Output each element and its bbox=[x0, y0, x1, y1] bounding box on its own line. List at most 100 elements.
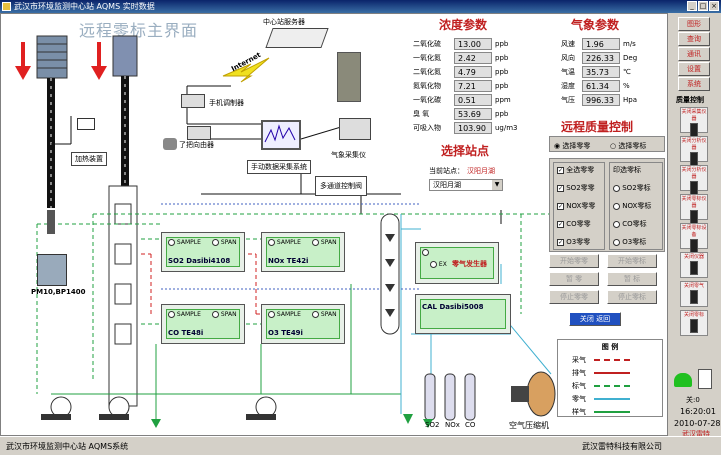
analyzer-nox[interactable]: SAMPLE SPAN NOx TE42i bbox=[261, 232, 345, 272]
channel-checkbox[interactable]: ✓ CO零零 bbox=[557, 219, 601, 229]
weather-unit: m/s bbox=[623, 40, 636, 48]
weather-collector-icon[interactable] bbox=[339, 118, 371, 140]
analyzer-so2[interactable]: SAMPLE SPAN SO2 Dasibi4108 bbox=[161, 232, 245, 272]
checkbox-icon[interactable]: ✓ bbox=[557, 202, 564, 210]
app-icon bbox=[2, 2, 11, 11]
channel-checkbox[interactable]: NOX零标 bbox=[613, 201, 659, 211]
radio-zero[interactable]: ◉ 选择零零 bbox=[554, 142, 591, 150]
toggle-icon[interactable] bbox=[690, 239, 698, 253]
multi-valve-box[interactable]: 多通道控制阀 bbox=[315, 176, 367, 196]
qc-button[interactable]: 开始零标 bbox=[607, 254, 657, 268]
qc-button[interactable]: 停止零零 bbox=[549, 290, 599, 304]
analyzer-o3[interactable]: SAMPLE SPAN O3 TE49i bbox=[261, 304, 345, 344]
channel-checkbox[interactable]: SO2零标 bbox=[613, 183, 659, 193]
close-button[interactable]: × bbox=[709, 1, 719, 11]
checkbox-icon[interactable] bbox=[613, 220, 620, 228]
control-switch[interactable]: 关闭分析仪器 bbox=[680, 136, 708, 166]
weather-value: 35.73 bbox=[582, 66, 620, 78]
legend-line bbox=[594, 359, 630, 361]
menu-button[interactable]: 设置 bbox=[678, 62, 710, 76]
checkbox-icon[interactable] bbox=[613, 202, 620, 210]
menu-button[interactable]: 通讯 bbox=[678, 47, 710, 61]
router-icon[interactable] bbox=[187, 126, 211, 140]
channel-checkbox[interactable]: ✓ O3零零 bbox=[557, 237, 601, 247]
current-station-label: 当前站点： bbox=[429, 167, 464, 175]
toggle-icon[interactable] bbox=[690, 319, 698, 333]
conc-value: 103.90 bbox=[454, 122, 492, 134]
checkbox-icon[interactable]: ✓ bbox=[557, 238, 564, 246]
checkbox-icon[interactable] bbox=[613, 184, 620, 192]
toggle-icon[interactable] bbox=[690, 210, 698, 224]
toggle-icon[interactable] bbox=[690, 261, 698, 275]
checkbox-icon[interactable]: ✓ bbox=[557, 184, 564, 192]
switch-label: 关闭零气 bbox=[683, 283, 704, 289]
radio-span[interactable]: ○ 选择零标 bbox=[610, 142, 647, 150]
channel-checkbox[interactable]: O3零标 bbox=[613, 237, 659, 247]
select-all-zero[interactable]: ✓ 全选零零 bbox=[557, 166, 595, 174]
control-switch[interactable]: 关闭零标 bbox=[680, 310, 708, 336]
toggle-icon[interactable] bbox=[690, 123, 698, 137]
toggle-icon[interactable] bbox=[690, 152, 698, 166]
weather-unit: Hpa bbox=[623, 96, 637, 104]
channel-checkbox[interactable]: ✓ SO2零零 bbox=[557, 183, 601, 193]
modem-icon[interactable] bbox=[181, 94, 205, 108]
menu-button[interactable]: 查询 bbox=[678, 32, 710, 46]
control-switch[interactable]: 关闭仪器 bbox=[680, 252, 708, 278]
toggle-icon[interactable] bbox=[690, 181, 698, 195]
menu-button[interactable]: 图形 bbox=[678, 17, 710, 31]
maximize-button[interactable]: □ bbox=[698, 1, 708, 11]
legend-line bbox=[594, 398, 630, 400]
control-switch[interactable]: 关闭采集仪器 bbox=[680, 107, 708, 137]
calibrator[interactable]: CAL Dasibi5008 bbox=[415, 294, 511, 334]
weather-name: 气压 bbox=[561, 96, 575, 104]
close-return-button[interactable]: 关闭 返回 bbox=[569, 312, 621, 326]
control-switch[interactable]: 关闭分析仪器 bbox=[680, 165, 708, 195]
qc-button[interactable]: 暂 零 bbox=[549, 272, 599, 286]
menu-button[interactable]: 系统 bbox=[678, 77, 710, 91]
weather-value: 226.33 bbox=[582, 52, 620, 64]
status-right: 武汉雷特科技有限公司 bbox=[582, 442, 662, 451]
channel-checkbox[interactable]: CO零标 bbox=[613, 219, 659, 229]
qc-button[interactable]: 停止零标 bbox=[607, 290, 657, 304]
chevron-down-icon[interactable]: ▼ bbox=[492, 180, 502, 190]
channel-label: CO零标 bbox=[622, 220, 647, 228]
pm-analyzer-icon[interactable] bbox=[37, 254, 67, 286]
switch-label: 关闭分析仪器 bbox=[681, 167, 707, 180]
control-switch[interactable]: 关闭零标设备 bbox=[680, 223, 708, 253]
channel-label: SO2零标 bbox=[622, 184, 651, 192]
minimize-button[interactable]: _ bbox=[687, 1, 697, 11]
channel-label: O3零标 bbox=[622, 238, 647, 246]
power-switch[interactable] bbox=[698, 369, 712, 389]
station-title: 选择站点 bbox=[441, 144, 490, 158]
conc-value: 53.69 bbox=[454, 108, 492, 120]
analyzer-co-label: CO TE48i bbox=[168, 329, 204, 337]
status-light-icon bbox=[674, 373, 692, 387]
qc-button[interactable]: 暂 标 bbox=[607, 272, 657, 286]
toggle-icon[interactable] bbox=[690, 290, 698, 304]
collector-monitor-icon[interactable] bbox=[261, 120, 301, 150]
station-select[interactable]: 汉阳月湖 ▼ bbox=[429, 179, 503, 191]
qc-button[interactable]: 开始零零 bbox=[549, 254, 599, 268]
conc-name: 臭 氧 bbox=[413, 110, 430, 118]
zero-air-generator[interactable]: EX 零气发生器 bbox=[415, 242, 499, 284]
legend-title: 图 例 bbox=[601, 343, 619, 351]
analyzer-co[interactable]: SAMPLE SPAN CO TE48i bbox=[161, 304, 245, 344]
company-logo: 武汉雷特 bbox=[682, 430, 710, 438]
checkbox-icon[interactable]: ✓ bbox=[557, 220, 564, 228]
checkbox-icon[interactable] bbox=[613, 238, 620, 246]
channel-checkbox[interactable]: ✓ NOX零零 bbox=[557, 201, 601, 211]
server-icon[interactable] bbox=[265, 28, 329, 48]
concentration-title: 浓度参数 bbox=[439, 18, 488, 32]
distribution-column bbox=[380, 213, 400, 335]
control-switch[interactable]: 关闭零气 bbox=[680, 281, 708, 307]
conc-value: 4.79 bbox=[454, 66, 492, 78]
legend-item: 样气 bbox=[572, 407, 648, 417]
select-all-span-label: 印选零标 bbox=[613, 166, 641, 174]
channel-label: NOX零标 bbox=[622, 202, 652, 210]
control-switch[interactable]: 关闭零标仪器 bbox=[680, 194, 708, 224]
